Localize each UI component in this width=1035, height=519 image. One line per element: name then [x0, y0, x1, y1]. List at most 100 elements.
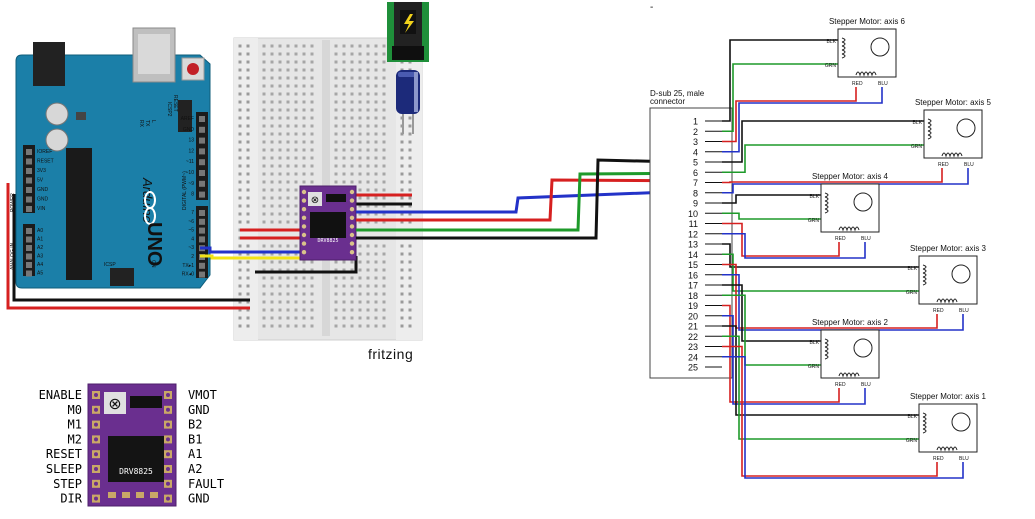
- coil-a-icon: [824, 338, 829, 360]
- icsp-header: [110, 268, 134, 286]
- pinout-right-label: GND: [188, 403, 210, 417]
- motor-pin-red: RED: [835, 382, 846, 388]
- motor-wire: [722, 284, 821, 342]
- digital-pin-label: 13: [188, 138, 194, 144]
- pinout-right-label: A2: [188, 462, 202, 476]
- pinout-right-label: B1: [188, 432, 202, 446]
- dsub-pin-label: 3: [693, 137, 698, 147]
- motor-wire: [722, 232, 866, 259]
- motor-wire: [722, 63, 838, 133]
- motor-title: Stepper Motor: axis 1: [910, 392, 987, 401]
- dc-barrel-jack: [33, 42, 65, 86]
- dsub-pin-label: 9: [693, 199, 698, 209]
- dsub-pin-label: 19: [688, 301, 698, 311]
- coil-b-icon: [941, 152, 963, 158]
- dsub-pin-label: 16: [688, 270, 698, 280]
- dsub-title-line2: connector: [650, 97, 685, 106]
- arduino-uno-board: IOREFRESET3V35VGNDGNDVINA0A1A2A3A4A5AREF…: [10, 27, 211, 289]
- fritzing-watermark: fritzing: [368, 346, 413, 362]
- motor-wire: [722, 273, 964, 331]
- wire-5v-red: [6, 183, 250, 310]
- dsub-connector: D-sub 25, male connector 123456789101112…: [649, 89, 733, 379]
- arduino-wires: [6, 183, 412, 310]
- wire-gnd-black: [12, 194, 250, 302]
- dsub-pin-label: 25: [688, 363, 698, 373]
- motor-wire: [722, 168, 943, 184]
- dsub-pin-label: 11: [689, 219, 698, 229]
- l-led-label: L: [150, 120, 156, 123]
- coil-b-icon: [936, 446, 958, 452]
- motor-pin-blk: BLK: [810, 194, 820, 200]
- digital-pin-label: TX▸1: [182, 263, 194, 269]
- analog-pin-label: A3: [37, 254, 43, 260]
- dsub-pin-label: 5: [693, 158, 698, 168]
- coil-b-icon: [838, 372, 860, 378]
- motor-pin-red: RED: [852, 81, 863, 87]
- coil-a-icon: [824, 192, 829, 214]
- icsp2-label: ICSP2: [166, 102, 172, 117]
- wire-b2-red: [356, 178, 719, 222]
- on-label: ON: [150, 260, 156, 268]
- dsub-pin-label: 20: [688, 311, 698, 321]
- dsub-pin-label: 14: [688, 250, 698, 260]
- dc-power-jack: [387, 2, 429, 62]
- dsub-pin-label: 21: [688, 322, 698, 332]
- power-pin-label: 5V: [37, 178, 44, 184]
- motor-pin-red: RED: [933, 456, 944, 462]
- wire-dir-blue: [200, 246, 300, 254]
- wire-logic-gnd: [255, 256, 358, 274]
- dsub-pin-label: 8: [693, 188, 698, 198]
- coil-a-icon: [922, 264, 927, 286]
- power-pin-label: IOREF: [37, 149, 52, 155]
- digital-pin-label: ~3: [188, 245, 194, 251]
- motor-pin-blk: BLK: [913, 120, 923, 126]
- motor-wire: [722, 325, 919, 416]
- potentiometer-icon: ⊗: [108, 396, 121, 413]
- motor-wire: [722, 253, 919, 292]
- arduino-brand: Arduino: [140, 177, 155, 223]
- motor-wire: [722, 222, 840, 257]
- power-pin-label: RESET: [37, 159, 54, 165]
- digital-label: DIGITAL (PWM~): [182, 171, 188, 210]
- analog-pin-label: A5: [37, 271, 43, 277]
- motor-wire: [722, 314, 866, 405]
- potentiometer: [104, 392, 126, 414]
- dsub-pin-label: 18: [688, 291, 698, 301]
- motor-wire-group: [722, 284, 866, 405]
- motor-pin-blk: BLK: [827, 39, 837, 45]
- motor-wire: [722, 120, 924, 163]
- coil-a-icon: [841, 37, 846, 59]
- motor-wire: [722, 355, 964, 479]
- dsub-pin-label: 24: [688, 352, 698, 362]
- motor-wire: [722, 194, 821, 204]
- dash-mark: -: [650, 2, 653, 13]
- motor-wire: [722, 168, 969, 194]
- atmega-chip: [66, 148, 92, 280]
- motor-pin-blu: BLU: [861, 382, 871, 388]
- analog-pin-label: A2: [37, 245, 43, 251]
- dsub-pin-label: 23: [688, 342, 698, 352]
- motor-wire: [722, 212, 821, 220]
- digital-pin-label: GND: [183, 127, 195, 133]
- motor-wire: [722, 294, 821, 366]
- pinout-left-label: RESET: [46, 447, 82, 461]
- motor-pin-blu: BLU: [959, 456, 969, 462]
- motor-title: Stepper Motor: axis 6: [829, 17, 906, 26]
- motor-pin-blu: BLU: [878, 81, 888, 87]
- dsub-pin-label: 4: [693, 147, 698, 157]
- motor-wire-group: [722, 120, 969, 194]
- dsub-pin-label: 1: [693, 117, 698, 127]
- dsub-pin-label: 12: [688, 229, 698, 239]
- pinout-right-label: GND: [188, 492, 210, 506]
- motor-wire-group: [722, 39, 883, 153]
- wire-step-yellow: [200, 254, 300, 260]
- dsub-pin-label: 10: [688, 209, 698, 219]
- pinout-left-label: DIR: [60, 492, 82, 506]
- analog-pin-label: A4: [37, 262, 43, 268]
- dsub-pin-label: 7: [693, 178, 698, 188]
- pinout-left-label: M1: [68, 418, 82, 432]
